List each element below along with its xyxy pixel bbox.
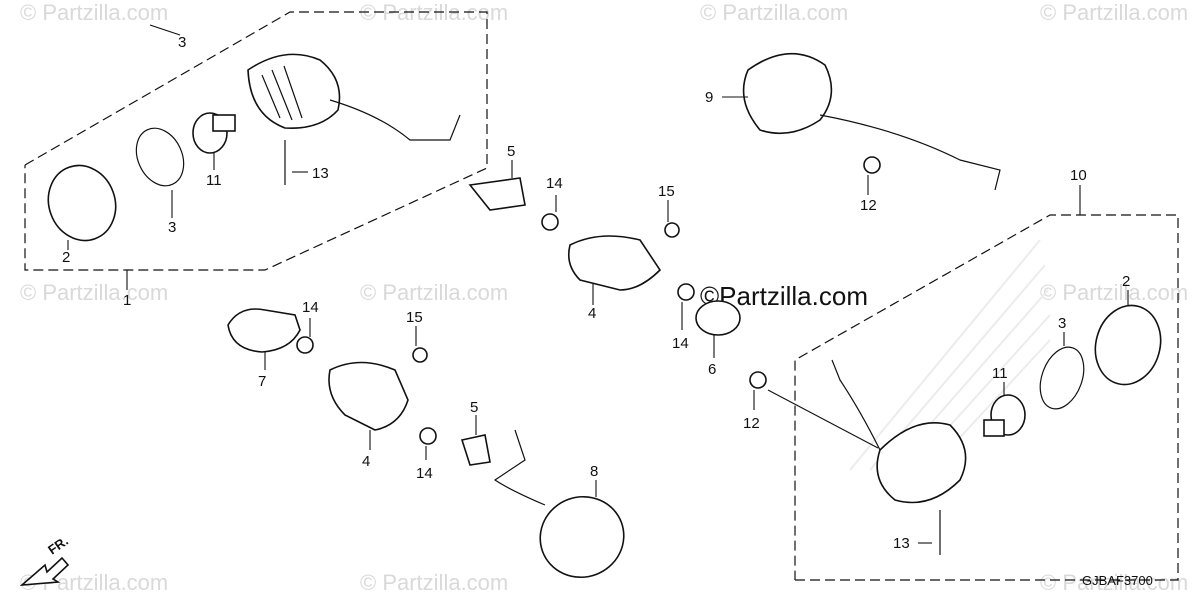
center-parts-group bbox=[468, 160, 741, 358]
callout-4: 4 bbox=[362, 453, 370, 470]
assembly-9-group bbox=[722, 52, 1001, 195]
bracket-part bbox=[468, 177, 526, 211]
callout-13: 13 bbox=[312, 165, 329, 182]
signal-housing-part bbox=[247, 53, 341, 129]
watermark-text: © Partzilla.com bbox=[1040, 0, 1188, 25]
front-direction-label: FR. bbox=[45, 533, 71, 557]
lower-left-parts-group bbox=[227, 308, 625, 579]
callout-12: 12 bbox=[860, 197, 877, 214]
bracket-part bbox=[460, 434, 491, 466]
lens-part bbox=[1094, 304, 1162, 386]
assembly-10-group bbox=[749, 185, 1179, 581]
callout-14: 14 bbox=[672, 335, 689, 352]
callout-3: 3 bbox=[1058, 315, 1066, 332]
lens-ring-part bbox=[1039, 346, 1085, 410]
bolt-part bbox=[863, 156, 881, 174]
watermark-text: © Partzilla.com bbox=[20, 280, 168, 305]
screw-part bbox=[412, 347, 428, 363]
callout-2: 2 bbox=[62, 249, 70, 266]
assembly-1-group bbox=[24, 11, 488, 290]
callout-7: 7 bbox=[258, 373, 266, 390]
stay-part bbox=[567, 235, 662, 291]
callout-5: 5 bbox=[470, 399, 478, 416]
rubber-part bbox=[227, 308, 301, 353]
callout-11: 11 bbox=[206, 172, 222, 189]
lens-ring-part bbox=[135, 127, 185, 187]
callout-8: 8 bbox=[590, 463, 598, 480]
callout-4: 4 bbox=[588, 305, 596, 322]
bolt-part bbox=[296, 336, 314, 354]
wing-emblem bbox=[849, 239, 1051, 471]
wire-harness bbox=[831, 359, 881, 451]
bulb-base-part bbox=[212, 114, 236, 132]
lens-part bbox=[47, 164, 117, 242]
screw-part bbox=[664, 222, 680, 238]
stay-part bbox=[328, 361, 409, 431]
assembly-10-outline bbox=[794, 214, 1179, 581]
rubber-part bbox=[695, 300, 741, 336]
callout-12: 12 bbox=[743, 415, 760, 432]
callout-3: 3 bbox=[168, 219, 176, 236]
wire-harness bbox=[493, 429, 546, 506]
callout-5: 5 bbox=[507, 143, 515, 160]
callout-1: 1 bbox=[123, 292, 131, 309]
callout-6: 6 bbox=[708, 361, 716, 378]
callout-14: 14 bbox=[546, 175, 563, 192]
signal-light-part bbox=[742, 52, 833, 135]
callout-11: 11 bbox=[992, 365, 1008, 382]
callout-9: 9 bbox=[705, 89, 713, 106]
signal-light-part bbox=[539, 495, 625, 579]
watermark-text: © Partzilla.com bbox=[1040, 280, 1188, 305]
watermark-text: © Partzilla.com bbox=[360, 280, 508, 305]
watermark-text: © Partzilla.com bbox=[1040, 570, 1188, 595]
callout-15: 15 bbox=[658, 183, 675, 200]
callout-2: 2 bbox=[1122, 273, 1130, 290]
signal-housing-part bbox=[876, 422, 967, 504]
wire-harness bbox=[329, 99, 461, 141]
watermark-text: © Partzilla.com bbox=[700, 0, 848, 25]
callout-14: 14 bbox=[302, 299, 319, 316]
wire-harness bbox=[819, 114, 1001, 191]
callout-3: 3 bbox=[178, 34, 186, 51]
bolt-part bbox=[419, 427, 437, 445]
callout-13: 13 bbox=[893, 535, 910, 552]
callout-14: 14 bbox=[416, 465, 433, 482]
bolt-part bbox=[677, 283, 695, 301]
bolt-part bbox=[541, 213, 559, 231]
watermark-layer: © Partzilla.com © Partzilla.com © Partzi… bbox=[20, 0, 1188, 595]
bolt-part bbox=[749, 371, 767, 389]
diagram-code: GJBAF3700 bbox=[1082, 573, 1153, 588]
watermark-text: © Partzilla.com bbox=[360, 570, 508, 595]
callout-15: 15 bbox=[406, 309, 423, 326]
watermark-text: © Partzilla.com bbox=[20, 0, 168, 25]
callout-10: 10 bbox=[1070, 167, 1087, 184]
assembly-1-outline bbox=[24, 11, 488, 271]
bulb-base-part bbox=[983, 419, 1005, 437]
front-arrow-icon bbox=[19, 556, 70, 587]
